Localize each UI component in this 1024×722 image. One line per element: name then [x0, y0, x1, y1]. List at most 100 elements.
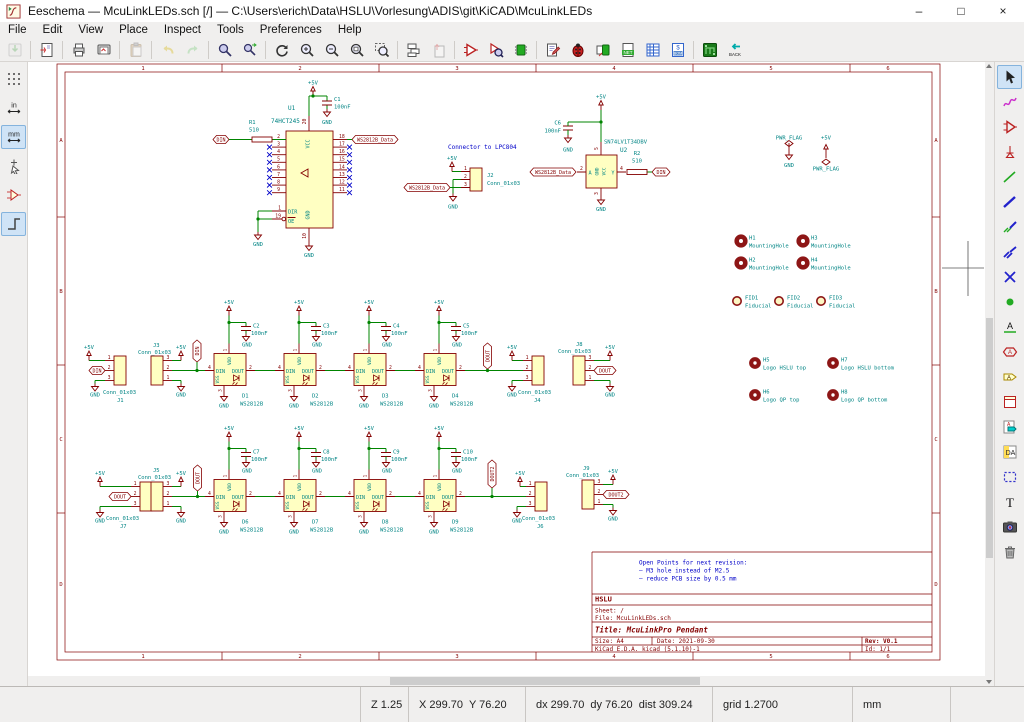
horizontal-scrollbar[interactable] [28, 676, 985, 686]
import-sheet-pin-button[interactable]: A [997, 415, 1022, 439]
logo-H6[interactable]: H6Logo QP top [751, 390, 799, 404]
redraw-button[interactable] [269, 38, 294, 62]
zoom-fit-button[interactable] [344, 38, 369, 62]
find-replace-button[interactable] [237, 38, 262, 62]
connector-J4[interactable]: 123+5VGNDJ4Conn_01x03 [507, 345, 551, 404]
global-label-button[interactable]: A [997, 340, 1022, 364]
annotate-button[interactable] [540, 38, 565, 62]
hidden-pins-button[interactable] [1, 183, 26, 207]
mounting-hole-H2[interactable]: H2MountingHole [737, 258, 789, 272]
plot-button[interactable] [91, 38, 116, 62]
generate-bom-button[interactable]: $BOM [665, 38, 690, 62]
resistor-r2[interactable] [627, 170, 647, 175]
horizontal-scrollbar-thumb[interactable] [390, 677, 700, 685]
save-button[interactable] [2, 38, 27, 62]
component-u2[interactable]: U2 SN74LV1T34DBV +5V C6 100nF GND GND 5 … [544, 95, 652, 214]
place-wire-button[interactable] [997, 165, 1022, 189]
global-label[interactable]: DOUT [594, 367, 616, 375]
assign-footprints-button[interactable] [590, 38, 615, 62]
menu-view[interactable]: View [70, 22, 111, 38]
global-label[interactable]: DOUT [194, 465, 202, 491]
connector-J8[interactable]: 321+5VDOUTGNDJ8Conn_01x03 [558, 342, 616, 399]
footprint-editor-button[interactable] [508, 38, 533, 62]
led-D2[interactable]: +5VGNDC3100nFGND4213DINDOUTVDDVSSD2WS281… [275, 300, 338, 410]
place-bus-button[interactable] [997, 190, 1022, 214]
symbol-browser-button[interactable] [483, 38, 508, 62]
global-label[interactable]: WS2812B_Data [352, 136, 398, 144]
zoom-in-button[interactable] [294, 38, 319, 62]
undo-button[interactable] [155, 38, 180, 62]
graphic-line-button[interactable] [997, 465, 1022, 489]
symbol-fields-table-button[interactable] [640, 38, 665, 62]
fiducial-FID1[interactable]: FID1Fiducial [733, 296, 772, 310]
maximize-button[interactable]: □ [940, 0, 982, 22]
led-D3[interactable]: +5VGNDC4100nFGND4213DINDOUTVDDVSSD3WS281… [345, 300, 408, 410]
led-D1[interactable]: +5VGNDC2100nFGND4213DINDOUTVDDVSSD1WS281… [205, 300, 268, 410]
led-D8[interactable]: +5VGNDC9100nFGND4213DINDOUTVDDVSSD8WS281… [345, 426, 408, 536]
global-label[interactable]: WS2812B_Data [530, 168, 576, 176]
led-D4[interactable]: +5VGNDC5100nFGND4213DINDOUTVDDVSSD4WS281… [415, 300, 478, 410]
place-sheet-pin-button[interactable]: DA [997, 440, 1022, 464]
close-button[interactable]: × [982, 0, 1024, 22]
mounting-hole-H1[interactable]: H1MountingHole [737, 236, 789, 250]
vertical-scrollbar[interactable] [985, 62, 994, 686]
select-tool-button[interactable] [997, 65, 1022, 89]
place-junction-button[interactable] [997, 290, 1022, 314]
menu-inspect[interactable]: Inspect [156, 22, 209, 38]
place-power-button[interactable] [997, 140, 1022, 164]
global-label[interactable]: DIN [213, 136, 229, 144]
scroll-up-arrow-icon[interactable] [986, 64, 992, 68]
cursor-shape-button[interactable] [1, 154, 26, 178]
grid-visibility-button[interactable] [1, 67, 26, 91]
scroll-down-arrow-icon[interactable] [986, 680, 992, 684]
menu-place[interactable]: Place [111, 22, 156, 38]
erc-button[interactable] [565, 38, 590, 62]
fiducial-FID3[interactable]: FID3Fiducial [817, 296, 856, 310]
symbol-editor-button[interactable] [458, 38, 483, 62]
logo-H5[interactable]: H5Logo HSLU top [751, 358, 806, 372]
hv-orientation-button[interactable] [1, 212, 26, 236]
menu-file[interactable]: File [0, 22, 35, 38]
logo-H7[interactable]: H7Logo HSLU bottom [829, 358, 894, 372]
units-inch-button[interactable]: in [1, 96, 26, 120]
menu-tools[interactable]: Tools [209, 22, 252, 38]
global-label[interactable]: DIN [652, 168, 670, 176]
fiducial-FID2[interactable]: FID2Fiducial [775, 296, 814, 310]
logo-H8[interactable]: H8Logo QP bottom [829, 390, 888, 404]
navigate-hierarchy-button[interactable] [401, 38, 426, 62]
global-label[interactable]: DOUT [484, 343, 492, 369]
schematic-canvas[interactable]: 2A13A24A35A46A57A68A79A818B117B216B315B4… [28, 62, 985, 676]
place-symbol-button[interactable] [997, 115, 1022, 139]
connector-j2-group[interactable]: Connector to LPC804 +5V 1 2 3 J2 Conn_01… [447, 144, 520, 211]
mounting-hole-H4[interactable]: H4MountingHole [799, 258, 851, 272]
leave-sheet-button[interactable] [426, 38, 451, 62]
import-footprints-back-button[interactable]: BACK [722, 38, 747, 62]
zoom-out-button[interactable] [319, 38, 344, 62]
global-label[interactable]: DIN [193, 340, 201, 362]
zoom-selection-button[interactable] [369, 38, 394, 62]
print-button[interactable] [66, 38, 91, 62]
connector-J1[interactable]: 123+5VDINGNDJ1Conn_01x03 [84, 345, 136, 404]
connector-J6[interactable]: 123+5VGNDJ6Conn_01x03 [512, 471, 555, 530]
vertical-scrollbar-thumb[interactable] [986, 318, 993, 558]
schematic-drawing[interactable]: 2A13A24A35A46A57A68A79A818B117B216B315B4… [28, 62, 985, 676]
global-label[interactable]: DOUT [109, 493, 131, 501]
connector-J9[interactable]: 321+5VDOUT2GNDJ9Conn_01x03 [566, 466, 629, 523]
global-label[interactable]: DIN [89, 367, 105, 375]
place-image-button[interactable] [997, 515, 1022, 539]
hierarchical-label-button[interactable]: A [997, 365, 1022, 389]
power-flags[interactable]: PWR_FLAG GND +5V PWR_FLAG [776, 136, 840, 173]
net-label-button[interactable]: A [997, 315, 1022, 339]
menu-preferences[interactable]: Preferences [252, 22, 330, 38]
minimize-button[interactable]: – [898, 0, 940, 22]
wire-to-bus-entry-button[interactable] [997, 215, 1022, 239]
mounting-hole-H3[interactable]: H3MountingHole [799, 236, 851, 250]
paste-button[interactable] [123, 38, 148, 62]
bus-to-bus-entry-button[interactable] [997, 240, 1022, 264]
redo-button[interactable] [180, 38, 205, 62]
led-D6[interactable]: +5VGNDC7100nFGND4213DINDOUTVDDVSSD6WS281… [205, 426, 268, 536]
generate-netlist-button[interactable]: NET [615, 38, 640, 62]
delete-tool-button[interactable] [997, 540, 1022, 564]
led-D7[interactable]: +5VGNDC8100nFGND4213DINDOUTVDDVSSD7WS281… [275, 426, 338, 536]
no-connect-button[interactable] [997, 265, 1022, 289]
